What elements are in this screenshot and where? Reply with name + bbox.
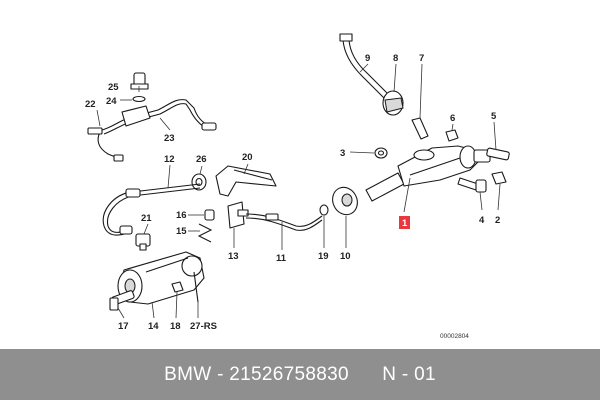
callout-4: 4	[479, 215, 485, 226]
callout-labels: 25 24 22 23 9 8 7 3 6 5 4 2 1 10 19 11 1…	[85, 53, 500, 332]
bracket-20	[215, 165, 277, 197]
callout-22: 22	[85, 99, 96, 110]
bolt-4	[457, 177, 487, 193]
callout-26: 26	[196, 154, 207, 165]
pressure-switch-part	[130, 72, 149, 103]
callout-18: 18	[170, 321, 181, 332]
callout-2: 2	[495, 215, 500, 226]
leader-lines	[96, 63, 501, 319]
washer-19	[319, 204, 329, 216]
washer-3	[374, 147, 388, 159]
clutch-master-cylinder	[365, 145, 491, 202]
callout-11: 11	[276, 253, 287, 264]
callout-1: 1	[402, 218, 408, 229]
pressure-line-11	[245, 213, 323, 231]
callout-19: 19	[318, 251, 329, 262]
part-number-text: BMW - 21526758830 N - 01	[164, 363, 436, 385]
nut-6	[445, 129, 459, 142]
callout-21: 21	[141, 213, 152, 224]
bolt-5	[486, 147, 510, 161]
callout-25: 25	[108, 82, 119, 93]
callout-27-rs: 27-RS	[190, 321, 217, 332]
slave-cylinder-14	[117, 251, 205, 305]
bolt-7	[411, 117, 429, 140]
callout-12: 12	[164, 154, 175, 165]
highlighted-part-marker	[399, 216, 410, 229]
callout-16: 16	[176, 210, 187, 221]
clutch-hose-12	[102, 183, 201, 236]
callout-10: 10	[340, 251, 351, 262]
callout-3: 3	[340, 148, 345, 159]
clamp-bracket-8	[382, 90, 404, 116]
bracket-13	[227, 201, 249, 229]
callout-23: 23	[164, 133, 175, 144]
grommet-26	[191, 173, 207, 191]
part-number-banner: BMW - 21526758830 N - 01	[0, 349, 600, 400]
reservoir-hose-9	[339, 33, 391, 101]
callout-6: 6	[450, 113, 455, 124]
brake-line-23	[87, 99, 217, 162]
callout-15: 15	[176, 226, 187, 237]
exploded-view-drawing: 25 24 22 23 9 8 7 3 6 5 4 2 1 10 19 11 1…	[85, 33, 510, 332]
pushrod-27-rs	[193, 271, 199, 303]
nut-2	[491, 171, 507, 185]
nut-18	[171, 281, 184, 293]
callout-7: 7	[419, 53, 424, 64]
callout-17: 17	[118, 321, 129, 332]
boot-10	[332, 186, 358, 216]
spring-15	[197, 223, 213, 243]
callout-24: 24	[106, 96, 117, 107]
bolt-17	[109, 290, 135, 311]
callout-13: 13	[228, 251, 239, 262]
bleed-valve-21	[135, 233, 151, 251]
drawing-code: 00002804	[440, 333, 469, 340]
callout-14: 14	[148, 321, 159, 332]
bleeder-16	[204, 209, 215, 221]
callout-5: 5	[491, 111, 497, 122]
callout-9: 9	[365, 53, 370, 64]
callout-8: 8	[393, 53, 398, 64]
callout-20: 20	[242, 152, 253, 163]
